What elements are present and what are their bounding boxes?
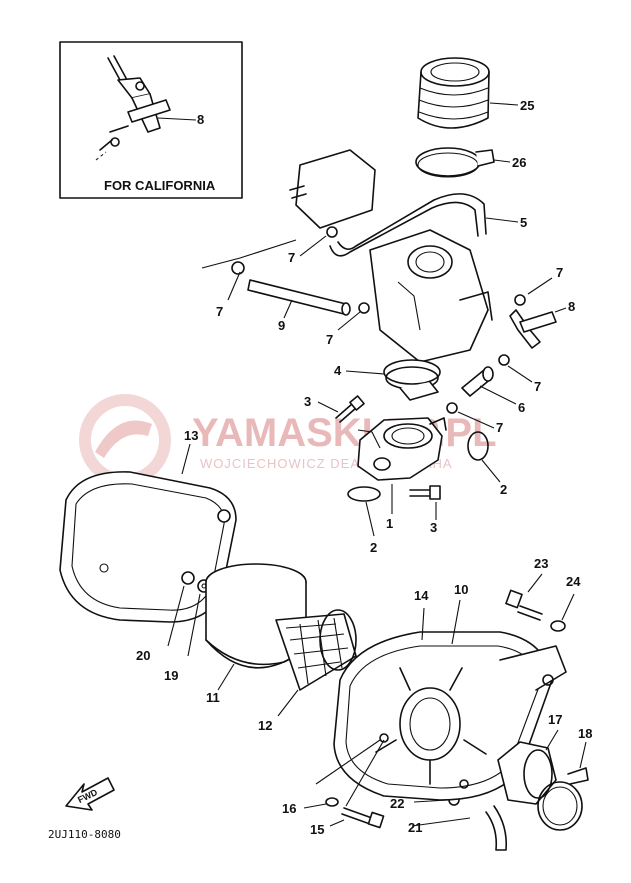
label-5: 5 [520, 215, 527, 230]
label-13: 13 [184, 428, 198, 443]
label-24: 24 [566, 574, 581, 589]
label-18: 18 [578, 726, 592, 741]
part-5-hose [329, 193, 519, 257]
label-4: 4 [334, 363, 342, 378]
fwd-arrow: FWD [65, 777, 115, 811]
part-12-cage [275, 609, 357, 717]
label-3b: 3 [430, 520, 437, 535]
part-2-orings [347, 429, 501, 537]
label-11: 11 [206, 690, 220, 705]
part-6-hose [461, 366, 517, 405]
label-7d: 7 [326, 332, 333, 347]
part-1-joint [357, 417, 447, 514]
watermark-logo [79, 394, 171, 486]
part-10-14-case [333, 599, 567, 801]
label-8: 8 [568, 299, 575, 314]
label-12: 12 [258, 718, 272, 733]
inset-caption: FOR CALIFORNIA [104, 178, 216, 193]
part-23-24-fasteners [505, 573, 575, 632]
label-7b: 7 [556, 265, 563, 280]
label-3a: 3 [304, 394, 311, 409]
part-26-clamp [415, 147, 511, 178]
part-25-boot [417, 57, 519, 129]
label-7f: 7 [496, 420, 503, 435]
california-inset: 8 FOR CALIFORNIA [59, 41, 243, 199]
label-10: 10 [454, 582, 468, 597]
part-3-bolts [317, 395, 441, 520]
part-9-hose [247, 279, 351, 319]
label-2b: 2 [370, 540, 377, 555]
part-labels: 25 26 5 7 7 8 7 9 7 4 7 3 6 7 13 2 1 3 2… [136, 98, 592, 837]
part-21-22-hose [411, 799, 508, 851]
label-2a: 2 [500, 482, 507, 497]
label-25: 25 [520, 98, 534, 113]
carburetor [289, 149, 493, 363]
label-26: 26 [512, 155, 526, 170]
part-20-19-fasteners [167, 571, 211, 657]
part-15-16-fasteners [303, 739, 385, 829]
label-7a: 7 [288, 250, 295, 265]
label-21: 21 [408, 820, 422, 835]
label-7c: 7 [216, 304, 223, 319]
label-19: 19 [164, 668, 178, 683]
part-17-18-joint [497, 729, 589, 831]
drawing-code: 2UJ110-8080 [48, 828, 121, 841]
label-1: 1 [386, 516, 393, 531]
label-15: 15 [310, 822, 324, 837]
part-11-element [205, 563, 307, 691]
label-22: 22 [390, 796, 404, 811]
part-4-clamp [345, 359, 441, 401]
label-17: 17 [548, 712, 562, 727]
label-9: 9 [278, 318, 285, 333]
label-7e: 7 [534, 379, 541, 394]
label-16: 16 [282, 801, 296, 816]
label-14: 14 [414, 588, 429, 603]
label-6: 6 [518, 400, 525, 415]
inset-part-label: 8 [197, 112, 204, 127]
label-23: 23 [534, 556, 548, 571]
part-8-fitting [509, 307, 567, 349]
inset-frame [59, 41, 243, 199]
label-20: 20 [136, 648, 150, 663]
